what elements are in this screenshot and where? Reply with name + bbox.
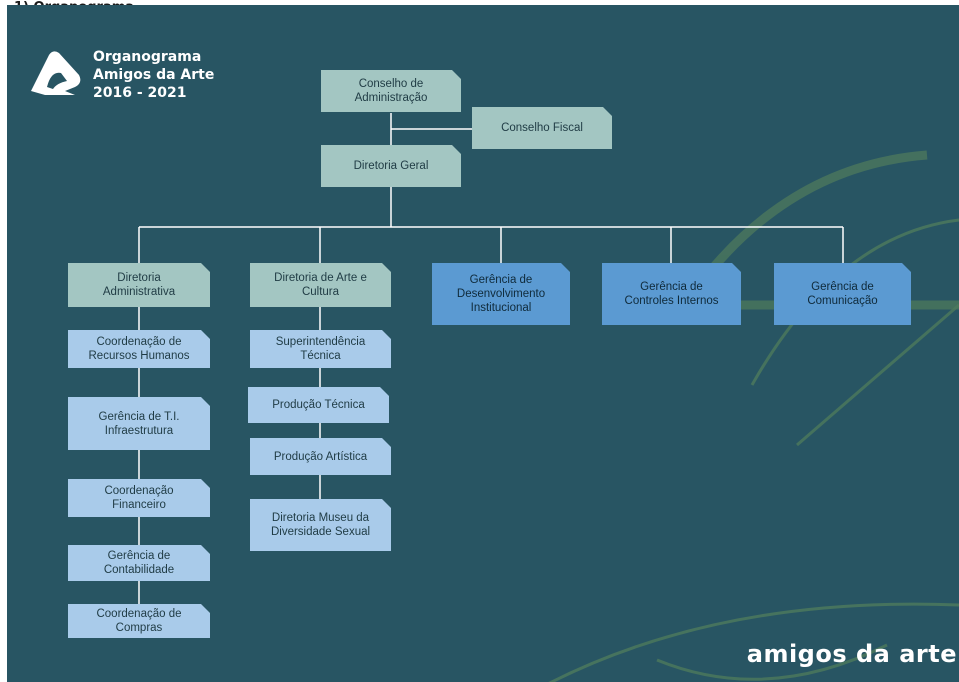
node-label: Coordenação de Compras bbox=[96, 608, 182, 634]
node-gerencia-desenvolvimento: Gerência de Desenvolvimento Instituciona… bbox=[432, 263, 570, 325]
node-gerencia-comunicacao: Gerência de Comunicação bbox=[774, 263, 911, 325]
amigos-da-arte-logo-icon bbox=[31, 51, 81, 95]
node-gerencia-controles-internos: Gerência de Controles Internos bbox=[602, 263, 741, 325]
node-superintendencia-tecnica: Superintendência Técnica bbox=[250, 330, 391, 368]
node-label: Diretoria Museu da Diversidade Sexual bbox=[270, 512, 371, 538]
org-chart-title: Organograma Amigos da Arte 2016 - 2021 bbox=[93, 48, 214, 102]
node-diretoria-administrativa: Diretoria Administrativa bbox=[68, 263, 210, 307]
node-label: Diretoria Administrativa bbox=[102, 272, 176, 298]
brand-wordmark: amigos da arte bbox=[746, 640, 957, 668]
node-conselho-administracao: Conselho de Administração bbox=[321, 70, 461, 112]
node-label: Diretoria Geral bbox=[353, 160, 429, 172]
node-gerencia-ti: Gerência de T.I. Infraestrutura bbox=[68, 397, 210, 450]
node-producao-artistica: Produção Artística bbox=[250, 438, 391, 475]
title-line-3: 2016 - 2021 bbox=[93, 85, 187, 101]
node-label: Superintendência Técnica bbox=[275, 336, 366, 362]
node-producao-tecnica: Produção Técnica bbox=[248, 387, 389, 423]
node-coordenacao-rh: Coordenação de Recursos Humanos bbox=[68, 330, 210, 368]
node-label: Coordenação Financeiro bbox=[104, 485, 174, 511]
node-label: Gerência de Comunicação bbox=[807, 281, 878, 307]
node-label: Diretoria de Arte e Cultura bbox=[274, 272, 367, 298]
node-diretoria-museu: Diretoria Museu da Diversidade Sexual bbox=[250, 499, 391, 551]
node-label: Gerência de Desenvolvimento Instituciona… bbox=[456, 274, 546, 314]
node-label: Produção Técnica bbox=[272, 399, 365, 411]
node-gerencia-contabilidade: Gerência de Contabilidade bbox=[68, 545, 210, 581]
node-conselho-fiscal: Conselho Fiscal bbox=[472, 107, 612, 149]
org-chart-canvas: Organograma Amigos da Arte 2016 - 2021 C… bbox=[7, 5, 959, 682]
title-line-1: Organograma bbox=[93, 49, 202, 65]
node-label: Gerência de T.I. Infraestrutura bbox=[98, 410, 180, 437]
node-label: Conselho de Administração bbox=[354, 78, 428, 104]
node-label: Gerência de Contabilidade bbox=[103, 550, 175, 576]
node-coordenacao-compras: Coordenação de Compras bbox=[68, 604, 210, 638]
node-label: Coordenação de Recursos Humanos bbox=[88, 336, 190, 362]
node-coordenacao-financeiro: Coordenação Financeiro bbox=[68, 479, 210, 517]
node-diretoria-arte-cultura: Diretoria de Arte e Cultura bbox=[250, 263, 391, 307]
node-diretoria-geral: Diretoria Geral bbox=[321, 145, 461, 187]
title-line-2: Amigos da Arte bbox=[93, 67, 215, 83]
node-label: Gerência de Controles Internos bbox=[624, 281, 719, 307]
node-label: Conselho Fiscal bbox=[501, 122, 583, 134]
node-label: Produção Artística bbox=[273, 450, 368, 463]
